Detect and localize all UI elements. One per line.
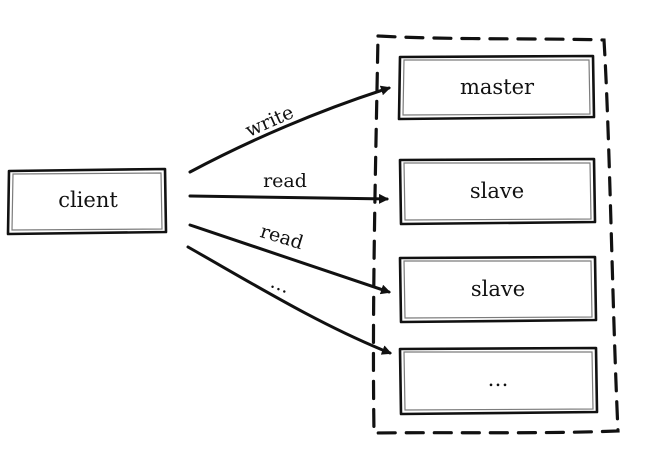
more-arrow	[186, 245, 392, 355]
read-arrow-1	[188, 193, 389, 204]
server-cluster-boundary	[371, 34, 620, 435]
master-label: master	[460, 75, 535, 99]
write-arrow	[188, 85, 391, 174]
more-label: …	[488, 367, 509, 391]
slave-node-2: slave	[398, 255, 598, 324]
client-node: client	[6, 167, 168, 236]
slave-box-1-sketch	[403, 162, 592, 221]
client-box-sketch	[11, 172, 163, 231]
slave-box-1	[398, 157, 597, 226]
client-box	[6, 167, 168, 236]
more-node: …	[398, 346, 599, 416]
master-box	[397, 54, 596, 121]
slave-label-1: slave	[470, 179, 524, 203]
slave-box-2-sketch	[403, 260, 593, 319]
read-label-1: read	[263, 170, 307, 192]
client-label: client	[58, 188, 118, 212]
more-box-sketch	[403, 351, 594, 411]
slave-node-1: slave	[398, 157, 597, 226]
read-arrow-2	[188, 223, 391, 295]
slave-box-2	[398, 255, 598, 324]
write-label: write	[242, 101, 297, 142]
slave-label-2: slave	[471, 277, 525, 301]
master-box-sketch	[402, 59, 591, 116]
more-box	[398, 346, 599, 416]
master-node: master	[397, 54, 596, 121]
